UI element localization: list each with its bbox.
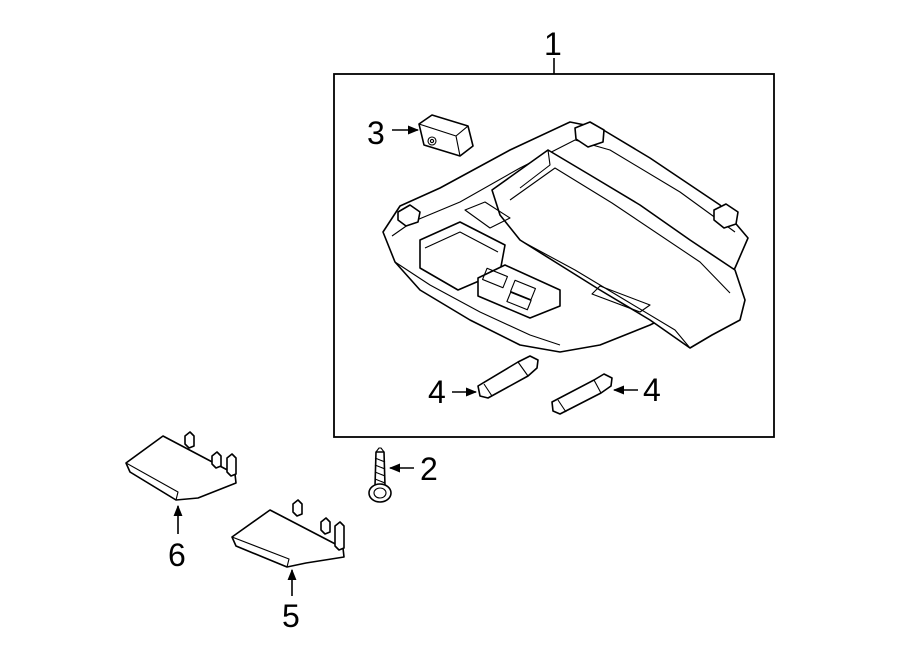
callout-6: 6	[168, 537, 186, 573]
callout-3: 3	[367, 115, 385, 151]
sensor-part-3[interactable]	[418, 114, 474, 157]
bulb-part-4-left[interactable]	[477, 355, 539, 399]
bulb-part-4-right[interactable]	[551, 373, 613, 415]
callout-1: 1	[544, 26, 562, 62]
callout-2: 2	[420, 451, 438, 487]
cover-part-6[interactable]	[125, 431, 237, 501]
screw-part-2[interactable]	[368, 447, 392, 503]
overhead-console-part[interactable]	[382, 121, 749, 353]
callout-4-left: 4	[428, 374, 446, 410]
callout-4-right: 4	[643, 372, 661, 408]
cover-part-5[interactable]	[231, 499, 345, 568]
callout-5: 5	[282, 598, 300, 634]
